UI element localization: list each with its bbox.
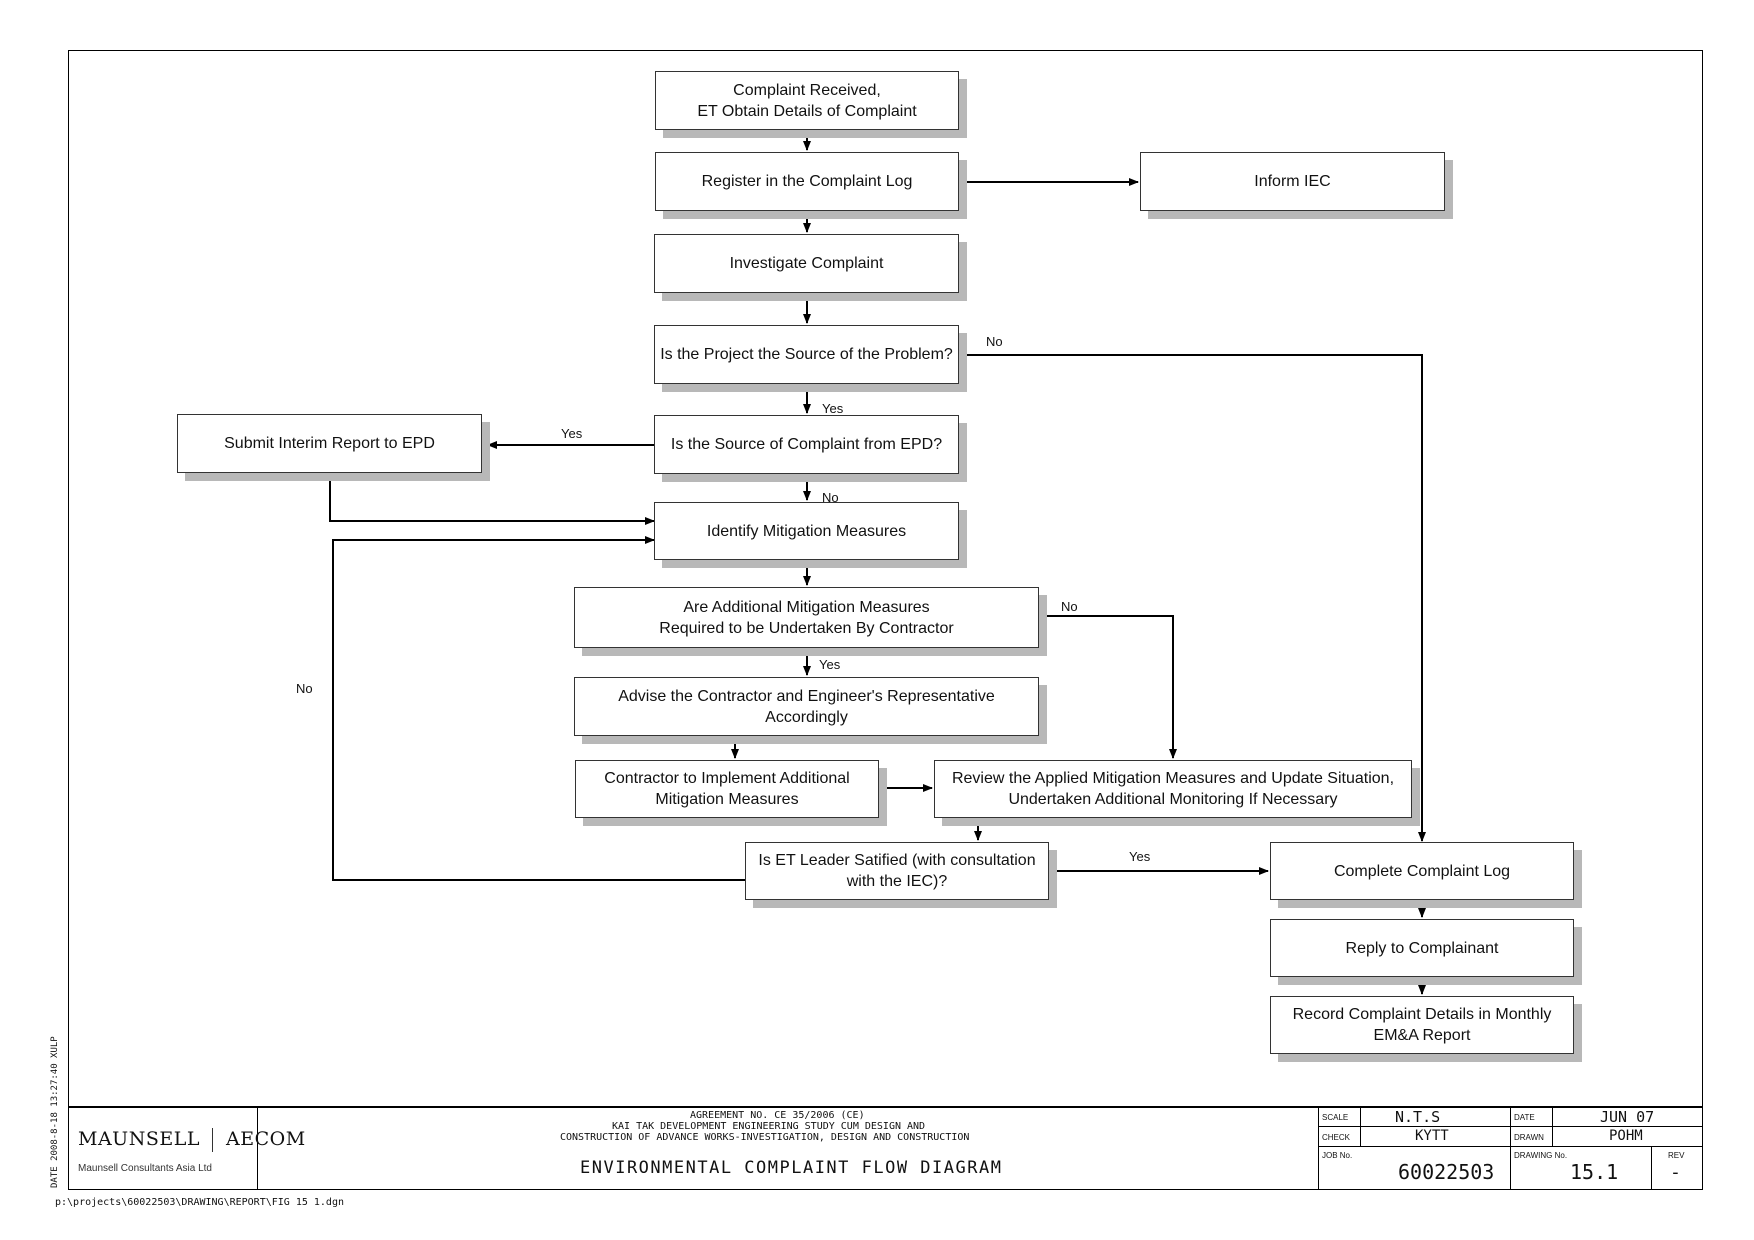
drawing-title: ENVIRONMENTAL COMPLAINT FLOW DIAGRAM bbox=[580, 1158, 1003, 1178]
edge-additional-review bbox=[1039, 615, 1177, 759]
node-additional-required: Are Additional Mitigation Measures Requi… bbox=[574, 587, 1039, 648]
rev-label: REV bbox=[1668, 1151, 1685, 1160]
node-investigate: Investigate Complaint bbox=[654, 234, 959, 293]
node-et-leader-satisfied: Is ET Leader Satified (with consultation… bbox=[745, 842, 1049, 900]
job-value: 60022503 bbox=[1398, 1160, 1495, 1184]
check-value: KYTT bbox=[1415, 1128, 1449, 1144]
titleblock-divider bbox=[1318, 1106, 1319, 1190]
node-record-details: Record Complaint Details in Monthly EM&A… bbox=[1270, 996, 1574, 1054]
node-source-epd: Is the Source of Complaint from EPD? bbox=[654, 415, 959, 474]
study-line-2: CONSTRUCTION OF ADVANCE WORKS-INVESTIGAT… bbox=[560, 1132, 970, 1143]
drawing-no-value: 15.1 bbox=[1570, 1160, 1619, 1184]
label-yes-additional: Yes bbox=[819, 657, 841, 672]
node-reply: Reply to Complainant bbox=[1270, 919, 1574, 977]
study-line-1: KAI TAK DEVELOPMENT ENGINEERING STUDY CU… bbox=[612, 1121, 926, 1132]
drawing-no-label: DRAWING No. bbox=[1514, 1151, 1568, 1160]
check-label: CHECK bbox=[1322, 1133, 1351, 1142]
titleblock-divider bbox=[1318, 1126, 1703, 1127]
drawn-label: DRAWN bbox=[1514, 1133, 1544, 1142]
titleblock-divider bbox=[257, 1106, 258, 1190]
titleblock-divider bbox=[1510, 1106, 1511, 1190]
node-inform-iec: Inform IEC bbox=[1140, 152, 1445, 211]
node-complaint-received: Complaint Received, ET Obtain Details of… bbox=[655, 71, 959, 130]
rev-value: - bbox=[1670, 1162, 1681, 1183]
scale-label: SCALE bbox=[1322, 1113, 1349, 1122]
label-no-satisfied: No bbox=[296, 681, 313, 696]
node-review-applied: Review the Applied Mitigation Measures a… bbox=[934, 760, 1412, 818]
titleblock-divider bbox=[1651, 1146, 1652, 1190]
label-no-additional: No bbox=[1061, 599, 1078, 614]
file-path: p:\projects\60022503\DRAWING\REPORT\FIG … bbox=[55, 1197, 344, 1208]
date-value: JUN 07 bbox=[1600, 1108, 1655, 1126]
node-project-source: Is the Project the Source of the Problem… bbox=[654, 325, 959, 384]
job-label: JOB No. bbox=[1322, 1151, 1353, 1160]
drawing-frame bbox=[68, 50, 1703, 1190]
date-label: DATE bbox=[1514, 1113, 1535, 1122]
node-interim-report: Submit Interim Report to EPD bbox=[177, 414, 482, 473]
label-no-project: No bbox=[986, 334, 1003, 349]
drawn-value: POHM bbox=[1609, 1128, 1643, 1144]
node-identify-mitigation: Identify Mitigation Measures bbox=[654, 502, 959, 560]
label-no-epd: No bbox=[822, 490, 839, 505]
titleblock-divider bbox=[1318, 1146, 1703, 1147]
company-subtitle: Maunsell Consultants Asia Ltd bbox=[78, 1163, 212, 1174]
label-yes-epd: Yes bbox=[561, 426, 583, 441]
titleblock-top-rule bbox=[68, 1106, 1703, 1108]
agreement-text: AGREEMENT NO. CE 35/2006 (CE) bbox=[690, 1110, 865, 1121]
side-date-stamp: DATE 2008-8-18 13:27:40 XULP bbox=[50, 1036, 60, 1188]
company-logo: MAUNSELL AECOM bbox=[78, 1128, 306, 1152]
edge-satisfied-identify bbox=[332, 536, 745, 881]
label-yes-satisfied: Yes bbox=[1129, 849, 1151, 864]
node-advise-contractor: Advise the Contractor and Engineer's Rep… bbox=[574, 677, 1039, 736]
edge-project-complete bbox=[959, 354, 1426, 842]
node-complete-log: Complete Complaint Log bbox=[1270, 842, 1574, 900]
label-yes-project: Yes bbox=[822, 401, 844, 416]
edge-interim-identify bbox=[329, 473, 655, 525]
node-contractor-implement: Contractor to Implement Additional Mitig… bbox=[575, 760, 879, 818]
scale-value: N.T.S bbox=[1395, 1108, 1441, 1126]
node-register-log: Register in the Complaint Log bbox=[655, 152, 959, 211]
